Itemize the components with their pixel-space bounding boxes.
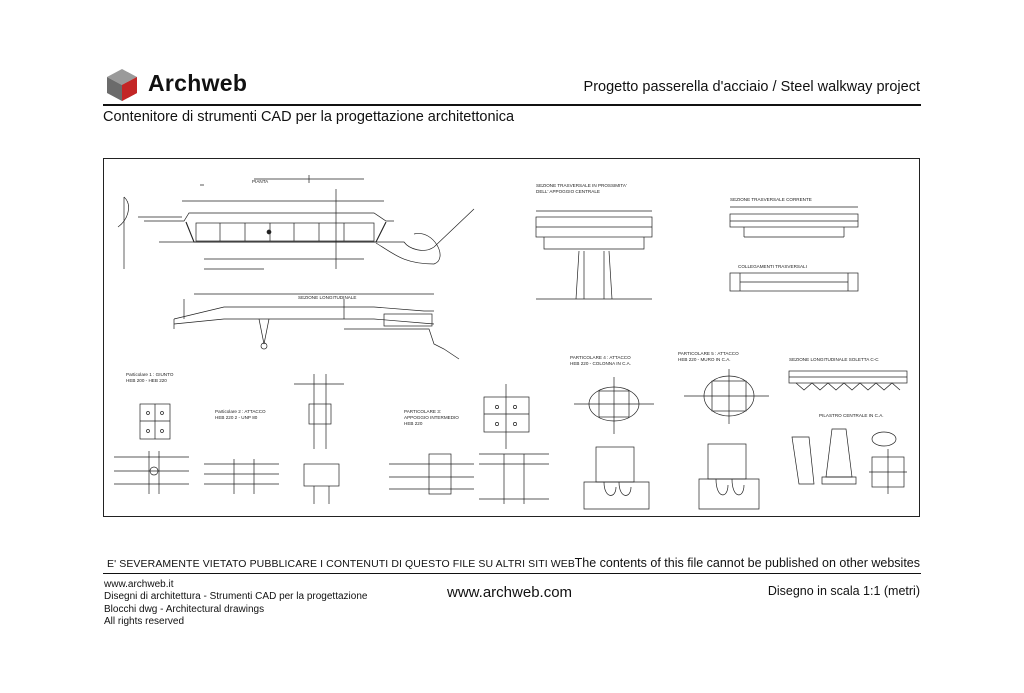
label-part2-a: Particolare 2 : ATTACCO <box>215 409 266 414</box>
label-pianta: PIANTA <box>252 179 269 184</box>
label-collegamenti: COLLEGAMENTI TRASVERSALI <box>738 264 807 269</box>
section-central-support <box>535 210 653 300</box>
brand-name: Archweb <box>148 70 248 96</box>
label-part3-b: APPOGGIO INTERMEDIO <box>404 415 459 420</box>
label-pilastro: PILASTRO CENTRALE IN C.A. <box>819 413 884 418</box>
cad-drawing: PIANTA SEZIONE LONGITUDINALE SEZIONE TRA… <box>114 175 908 510</box>
footer-website-link[interactable]: www.archweb.com <box>447 584 573 601</box>
footer-line-3: Blocchi dwg - Architectural drawings <box>104 603 265 615</box>
transverse-connections <box>729 272 859 292</box>
label-sez-app-1: SEZIONE TRASVERSALE IN PROSSIMITA' <box>536 183 627 188</box>
footer-line-4: All rights reserved <box>104 616 185 628</box>
footer-info: www.archweb.it Disegni di architettura -… <box>104 579 367 629</box>
detail-4 <box>574 377 654 510</box>
plan-view <box>117 175 475 270</box>
detail-2 <box>204 374 344 504</box>
label-part3-a: PARTICOLARE 3: <box>404 409 441 414</box>
label-sez-corr: SEZIONE TRASVERSALE CORRENTE <box>730 197 812 202</box>
label-part5-a: PARTICOLARE 5 : ATTACCO <box>678 351 739 356</box>
detail-1 <box>114 403 189 494</box>
label-part4-b: HEB 220 - COLONNA IN C.A. <box>570 361 631 366</box>
scale-note: Disegno in scala 1:1 (metri) <box>767 584 920 598</box>
archweb-logo-icon <box>107 69 137 101</box>
footer-divider <box>103 573 921 574</box>
label-part1-b: HEB 200 - HEB 220 <box>126 378 167 383</box>
label-part2-b: HEB 220 2 - UNP 80 <box>215 415 258 420</box>
project-title: Progetto passerella d'acciaio / Steel wa… <box>583 79 920 95</box>
label-sez-long: SEZIONE LONGITUDINALE <box>298 295 356 300</box>
label-sez-app-2: DELL' APPOGGIO CENTRALE <box>536 189 600 194</box>
page-subtitle: Contenitore di strumenti CAD per la prog… <box>103 109 515 125</box>
warning-italian: E' SEVERAMENTE VIETATO PUBBLICARE I CONT… <box>107 558 575 570</box>
label-part4-a: PARTICOLARE 4 : ATTACCO <box>570 355 631 360</box>
detail-3 <box>389 384 549 504</box>
warning-english: The contents of this file cannot be publ… <box>574 556 920 570</box>
label-part3-c: HEB 220 <box>404 421 423 426</box>
central-pillar <box>791 428 907 494</box>
footer-line-1[interactable]: www.archweb.it <box>104 579 174 590</box>
header-divider <box>103 104 921 106</box>
section-current <box>729 206 859 238</box>
detail-5 <box>684 369 769 510</box>
longitudinal-section <box>173 293 460 360</box>
footer-line-2: Disegni di architettura - Strumenti CAD … <box>104 591 368 603</box>
label-part5-b: HEB 220 - MURO IN C.A. <box>678 357 731 362</box>
label-part1-a: Particolare 1 : GIUNTO <box>126 372 174 377</box>
label-sez-soletta: SEZIONE LONGITUDINALE SOLETTA C-C <box>789 357 879 362</box>
cad-drawing-frame: PIANTA SEZIONE LONGITUDINALE SEZIONE TRA… <box>103 158 920 517</box>
slab-section <box>788 370 908 391</box>
